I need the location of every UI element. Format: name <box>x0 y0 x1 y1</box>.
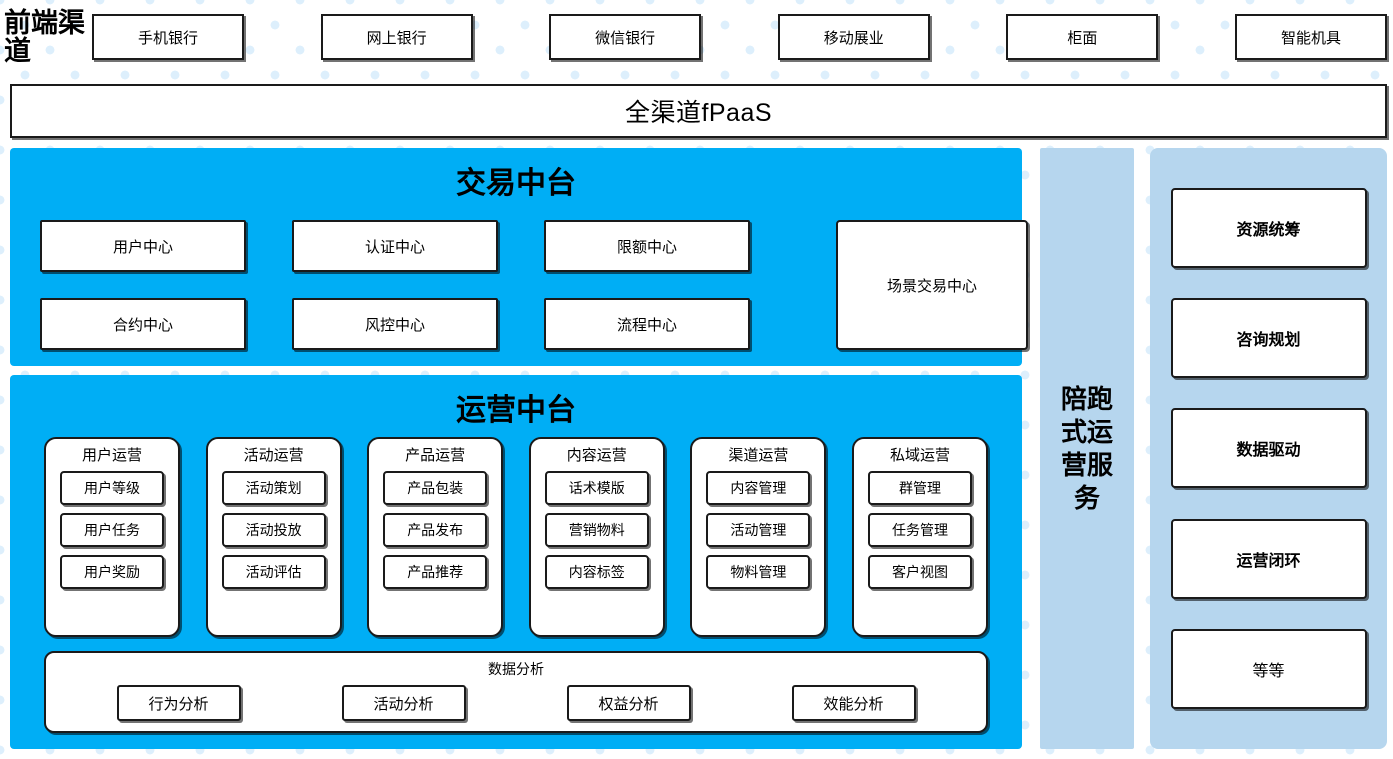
data-analysis-title: 数据分析 <box>488 661 544 677</box>
ops-item[interactable]: 产品包装 <box>383 471 488 505</box>
ops-item[interactable]: 内容标签 <box>544 555 649 589</box>
trade-module-riskcontrol-center[interactable]: 风控中心 <box>292 298 498 350</box>
ops-item[interactable]: 群管理 <box>867 471 972 505</box>
operations-center-title: 运营中台 <box>456 394 576 427</box>
ops-group-user-operations[interactable]: 用户运营 用户等级 用户任务 用户奖励 <box>44 437 180 637</box>
channel-box-counter[interactable]: 柜面 <box>1006 14 1159 60</box>
ops-item[interactable]: 营销物料 <box>544 513 649 547</box>
service-card-data-driven[interactable]: 数据驱动 <box>1170 408 1367 489</box>
data-analysis-item-campaign[interactable]: 活动分析 <box>341 685 466 721</box>
channel-box-wechat-bank[interactable]: 微信银行 <box>549 14 702 60</box>
operations-center-panel: 运营中台 用户运营 用户等级 用户任务 用户奖励 活动运营 活动策划 活动投放 … <box>10 375 1022 749</box>
ops-group-title: 渠道运营 <box>728 447 789 464</box>
data-analysis-items: 行为分析 活动分析 权益分析 效能分析 <box>46 685 986 721</box>
omnichannel-fpaas-bar[interactable]: 全渠道fPaaS <box>10 84 1387 138</box>
trade-center-title: 交易中台 <box>456 167 576 200</box>
channel-box-smart-machine[interactable]: 智能机具 <box>1234 14 1387 60</box>
ops-group-product-operations[interactable]: 产品运营 产品包装 产品发布 产品推荐 <box>367 437 504 637</box>
ops-item[interactable]: 话术模版 <box>544 471 649 505</box>
service-capability-column: 资源统筹 咨询规划 数据驱动 运营闭环 等等 <box>1150 148 1387 749</box>
trade-module-limit-center[interactable]: 限额中心 <box>544 220 750 272</box>
data-analysis-item-efficiency[interactable]: 效能分析 <box>791 685 916 721</box>
data-analysis-item-benefit[interactable]: 权益分析 <box>566 685 691 721</box>
ops-item[interactable]: 活动投放 <box>221 513 326 547</box>
ops-item[interactable]: 活动管理 <box>706 513 811 547</box>
front-end-channel-label: 前端渠道 <box>4 8 85 66</box>
channel-box-mobile-business[interactable]: 移动展业 <box>777 14 930 60</box>
ops-item[interactable]: 用户奖励 <box>60 555 164 589</box>
trade-center-modules: 用户中心 认证中心 限额中心 合约中心 风控中心 流程中心 场景交易中心 <box>40 220 1028 350</box>
ops-item[interactable]: 活动策划 <box>221 471 326 505</box>
service-card-etc[interactable]: 等等 <box>1170 628 1367 709</box>
trade-module-user-center[interactable]: 用户中心 <box>40 220 246 272</box>
service-card-consulting-planning[interactable]: 咨询规划 <box>1170 298 1367 379</box>
trade-module-scene-transaction-center[interactable]: 场景交易中心 <box>836 220 1028 350</box>
ops-group-title: 产品运营 <box>405 447 466 464</box>
ops-item[interactable]: 客户视图 <box>867 555 972 589</box>
data-analysis-panel: 数据分析 行为分析 活动分析 权益分析 效能分析 <box>44 651 988 733</box>
ops-item[interactable]: 用户等级 <box>60 471 164 505</box>
ops-group-campaign-operations[interactable]: 活动运营 活动策划 活动投放 活动评估 <box>205 437 342 637</box>
ops-item[interactable]: 内容管理 <box>706 471 811 505</box>
middle-platform-column: 交易中台 用户中心 认证中心 限额中心 合约中心 风控中心 流程中心 场景交易中… <box>10 148 1028 749</box>
accompanying-operation-service-label: 陪跑式运营服务 <box>1060 383 1113 513</box>
ops-item[interactable]: 任务管理 <box>867 513 972 547</box>
ops-group-channel-operations[interactable]: 渠道运营 内容管理 活动管理 物料管理 <box>690 437 827 637</box>
trade-center-panel: 交易中台 用户中心 认证中心 限额中心 合约中心 风控中心 流程中心 场景交易中… <box>10 148 1028 366</box>
trade-module-process-center[interactable]: 流程中心 <box>544 298 750 350</box>
service-card-resource-coordination[interactable]: 资源统筹 <box>1170 188 1367 269</box>
front-end-channel-row: 前端渠道 手机银行 网上银行 微信银行 移动展业 柜面 智能机具 <box>0 8 1393 66</box>
accompanying-operation-service-bar: 陪跑式运营服务 <box>1040 148 1134 749</box>
ops-item[interactable]: 产品推荐 <box>383 555 488 589</box>
operations-group-row: 用户运营 用户等级 用户任务 用户奖励 活动运营 活动策划 活动投放 活动评估 … <box>44 437 988 637</box>
trade-module-contract-center[interactable]: 合约中心 <box>40 298 246 350</box>
ops-group-title: 活动运营 <box>243 447 304 464</box>
data-analysis-item-behavior[interactable]: 行为分析 <box>116 685 241 721</box>
ops-group-private-domain-operations[interactable]: 私域运营 群管理 任务管理 客户视图 <box>851 437 988 637</box>
channel-box-mobile-bank[interactable]: 手机银行 <box>92 14 244 60</box>
service-card-operation-closed-loop[interactable]: 运营闭环 <box>1170 518 1367 599</box>
ops-item[interactable]: 物料管理 <box>706 555 811 589</box>
main-area: 交易中台 用户中心 认证中心 限额中心 合约中心 风控中心 流程中心 场景交易中… <box>10 148 1387 749</box>
ops-group-title: 内容运营 <box>566 447 627 464</box>
ops-group-title: 私域运营 <box>889 447 950 464</box>
trade-center-module-grid: 用户中心 认证中心 限额中心 合约中心 风控中心 流程中心 <box>40 220 800 350</box>
trade-module-auth-center[interactable]: 认证中心 <box>292 220 498 272</box>
ops-group-title: 用户运营 <box>81 447 142 464</box>
ops-item[interactable]: 产品发布 <box>383 513 488 547</box>
front-end-channel-items: 手机银行 网上银行 微信银行 移动展业 柜面 智能机具 <box>92 14 1393 60</box>
ops-group-content-operations[interactable]: 内容运营 话术模版 营销物料 内容标签 <box>528 437 665 637</box>
channel-box-online-bank[interactable]: 网上银行 <box>320 14 473 60</box>
ops-item[interactable]: 用户任务 <box>60 513 164 547</box>
ops-item[interactable]: 活动评估 <box>221 555 326 589</box>
